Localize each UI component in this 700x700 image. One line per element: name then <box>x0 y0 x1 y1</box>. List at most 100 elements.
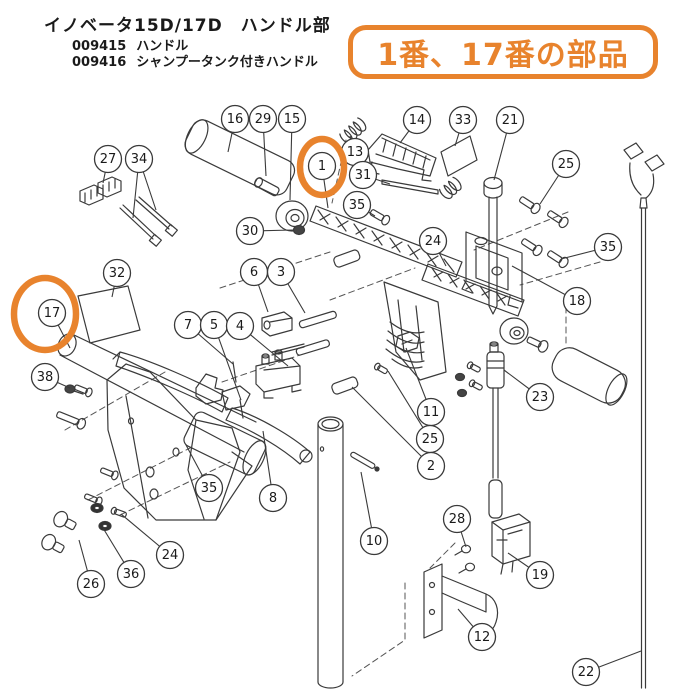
callout-circle <box>467 622 497 652</box>
callout-circle <box>448 105 478 135</box>
callout-16: 16 <box>220 104 250 134</box>
callout-number: 33 <box>455 113 472 128</box>
callout-circle <box>277 104 307 134</box>
grip-right <box>551 347 628 406</box>
part-roller-right <box>499 317 529 345</box>
part-18-bracket <box>461 231 523 309</box>
callout-circle <box>342 190 372 220</box>
part-3-rod <box>298 310 337 329</box>
callout-circle <box>525 560 555 590</box>
callout-number: 17 <box>44 306 61 321</box>
callout-circle <box>348 160 378 190</box>
callout-number: 19 <box>532 568 549 583</box>
callout-35: 35 <box>593 232 623 262</box>
callout-circle <box>442 504 472 534</box>
part-13-spring <box>339 117 367 144</box>
callout-number: 21 <box>502 113 519 128</box>
callout-33: 33 <box>448 105 478 135</box>
callout-number: 24 <box>162 548 179 563</box>
part-6-block <box>261 311 293 337</box>
callout-21: 21 <box>495 105 525 135</box>
callout-number: 22 <box>578 665 595 680</box>
callout-circle <box>116 559 146 589</box>
callout-circle <box>562 286 592 316</box>
part-27-connectors <box>79 176 122 206</box>
callout-number: 2 <box>427 459 435 474</box>
callout-number: 23 <box>532 390 549 405</box>
part-33-label <box>440 135 478 177</box>
callout-number: 26 <box>83 577 100 592</box>
callout-circle <box>418 226 448 256</box>
callout-circle <box>225 311 255 341</box>
callout-number: 25 <box>422 432 439 447</box>
callout-34: 34 <box>124 144 154 174</box>
part-22-cable <box>623 142 665 689</box>
pole-tube <box>317 416 344 689</box>
callout-22: 22 <box>571 657 601 687</box>
callout-19: 19 <box>525 560 555 590</box>
callout-circle <box>495 105 525 135</box>
callout-number: 32 <box>109 266 126 281</box>
callout-12: 12 <box>467 622 497 652</box>
callout-circle <box>76 569 106 599</box>
callout-number: 5 <box>210 318 218 333</box>
leader-line-2 <box>351 386 432 467</box>
part-11-clamp <box>373 331 420 375</box>
callout-number: 31 <box>355 168 372 183</box>
callout-25: 25 <box>415 424 445 454</box>
callout-circle <box>525 382 555 412</box>
callout-number: 30 <box>242 224 259 239</box>
callout-number: 35 <box>201 481 218 496</box>
highlight-layer <box>10 135 348 354</box>
part-8-lever <box>112 351 313 465</box>
callout-3: 3 <box>266 257 296 287</box>
callout-number: 16 <box>227 112 244 127</box>
callout-number: 12 <box>474 630 491 645</box>
callout-number: 14 <box>409 113 426 128</box>
callout-circle <box>402 105 432 135</box>
callout-number: 27 <box>100 152 117 167</box>
callout-6: 6 <box>239 257 269 287</box>
callout-2: 2 <box>416 451 446 481</box>
callout-13: 13 <box>340 137 370 167</box>
callout-circle <box>93 144 123 174</box>
part-35-screw-mid <box>369 209 391 226</box>
callout-circle <box>359 526 389 556</box>
callout-circle <box>416 451 446 481</box>
callout-24: 24 <box>418 226 448 256</box>
product-name: ハンドル <box>136 39 189 54</box>
callout-number: 1 <box>318 159 326 174</box>
callout-1: 1 <box>307 151 337 181</box>
fastener-cluster <box>41 384 127 554</box>
rod-small <box>295 339 330 356</box>
callout-circle <box>194 473 224 503</box>
part-30-nut <box>292 224 306 236</box>
callout-38: 38 <box>30 362 60 392</box>
callout-number: 36 <box>123 567 140 582</box>
screw-set-right <box>519 196 569 269</box>
callout-number: 15 <box>284 112 301 127</box>
callout-11: 11 <box>416 397 446 427</box>
callout-circle <box>258 483 288 513</box>
part-28-screws <box>454 544 476 574</box>
product-name: シャンプータンク付きハンドル <box>136 55 318 70</box>
callout-number: 28 <box>449 512 466 527</box>
callout-35: 35 <box>194 473 224 503</box>
handle-body <box>106 363 253 521</box>
part-32-label <box>77 285 141 344</box>
callout-number: 35 <box>349 198 366 213</box>
callout-27: 27 <box>93 144 123 174</box>
callout-4: 4 <box>225 311 255 341</box>
part-4-block <box>255 349 302 399</box>
trigger-mechanism <box>195 361 251 419</box>
callout-circle <box>124 144 154 174</box>
callout-number: 34 <box>131 152 148 167</box>
callout-26: 26 <box>76 569 106 599</box>
callout-number: 29 <box>255 112 272 127</box>
callout-number: 6 <box>250 265 258 280</box>
callout-32: 32 <box>102 258 132 288</box>
